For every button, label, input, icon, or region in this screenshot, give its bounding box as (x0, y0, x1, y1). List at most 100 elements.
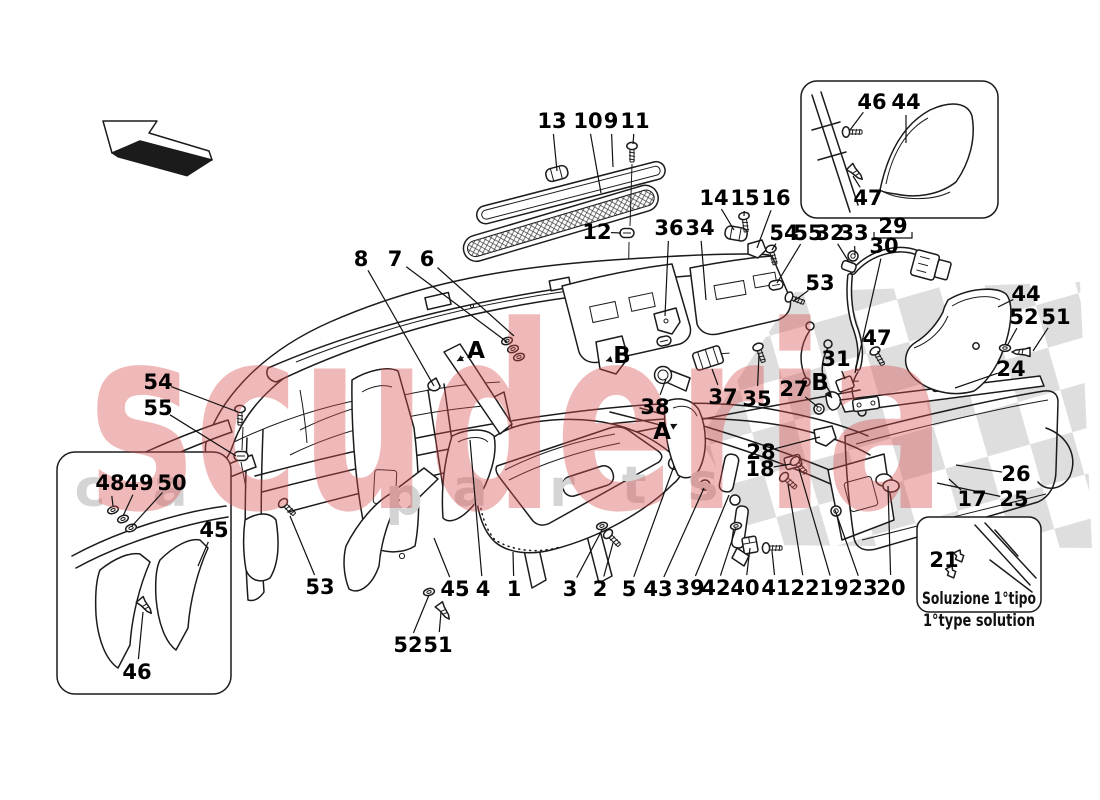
defroster-strip-9 (475, 160, 666, 225)
callout-19: 19 (819, 576, 848, 600)
leader-28 (774, 436, 821, 450)
leader-11 (632, 133, 635, 145)
leader-24 (954, 372, 998, 389)
callout-12: 12 (582, 220, 611, 244)
callout-32: 32 (815, 221, 844, 245)
leader-48 (111, 495, 114, 507)
callout-5: 5 (622, 577, 637, 601)
leader-22 (787, 483, 804, 576)
brace-29 (873, 232, 913, 239)
defroster-strip-10 (462, 184, 659, 263)
callout-49: 49 (124, 471, 153, 495)
latch-40 (741, 535, 759, 555)
leader-43 (663, 487, 705, 578)
callout-51: 51 (1041, 305, 1070, 329)
leader-arrowhead (457, 355, 464, 362)
leader-31 (841, 370, 846, 380)
callout-20: 20 (876, 576, 905, 600)
callout-55: 55 (143, 396, 172, 420)
callout-47: 47 (853, 186, 882, 210)
callout-15: 15 (730, 186, 759, 210)
callout-22: 22 (790, 576, 819, 600)
callout-43: 43 (643, 577, 672, 601)
leader-18 (773, 463, 792, 468)
leader-36 (664, 240, 669, 317)
leader-55 (776, 243, 802, 284)
callout-26: 26 (1001, 462, 1030, 486)
callout-46: 46 (857, 90, 886, 114)
screw-51-center (434, 601, 454, 623)
callout-30: 30 (869, 234, 898, 258)
leader-1 (512, 551, 515, 577)
callout-34: 34 (685, 216, 714, 240)
leader-25 (936, 482, 1001, 497)
callout-8: 8 (354, 247, 369, 271)
leader-16 (756, 209, 772, 249)
callout-23: 23 (848, 576, 877, 600)
clip-14 (723, 224, 749, 243)
leader-45 (433, 537, 451, 578)
leader-32 (837, 243, 850, 263)
leader-9 (611, 133, 614, 168)
inset-caption-line2: 1°type solution (923, 611, 1035, 631)
watermark-letter: c (75, 459, 106, 519)
leader-19 (798, 468, 831, 576)
callout-17: 17 (957, 487, 986, 511)
leader-54 (170, 386, 239, 413)
callout-A: A (653, 419, 671, 445)
switch-31 (835, 375, 859, 393)
leader-46 (849, 111, 864, 131)
leader-14 (720, 208, 735, 231)
leader-3 (576, 529, 603, 578)
bushing-20 (875, 473, 900, 493)
callout-16: 16 (761, 186, 790, 210)
callout-1: 1 (507, 577, 522, 601)
callout-18: 18 (745, 457, 774, 481)
leader-30 (854, 258, 882, 374)
callout-7: 7 (388, 247, 403, 271)
watermark-letter: t (622, 456, 647, 516)
leader-51 (1032, 327, 1049, 352)
callout-35: 35 (742, 387, 771, 411)
callout-54: 54 (769, 221, 798, 245)
callout-31: 31 (821, 347, 850, 371)
leader-46 (137, 611, 144, 660)
callout-42: 42 (701, 576, 730, 600)
callout-28: 28 (746, 440, 775, 464)
leader-arrowhead (606, 356, 613, 363)
trim-blade-a2 (663, 398, 707, 479)
leader-53 (289, 515, 316, 576)
callout-B: B (811, 370, 829, 396)
glovebox-lid (475, 418, 687, 554)
leader-27 (804, 396, 819, 408)
grommet-12 (619, 227, 635, 239)
trim-blade-a (443, 343, 513, 435)
leader-55 (169, 414, 237, 457)
callout-45: 45 (199, 518, 228, 542)
callout-3: 3 (563, 577, 578, 601)
cigarette-lighter-38 (653, 365, 691, 392)
trim-piece-45-center (343, 467, 439, 592)
callout-52: 52 (1009, 305, 1038, 329)
callout-37: 37 (708, 385, 737, 409)
leader-47 (852, 175, 861, 188)
leader-53 (793, 289, 809, 302)
switch-37 (691, 345, 730, 371)
callout-38: 38 (640, 395, 669, 419)
callout-25: 25 (999, 487, 1028, 511)
leader-5 (633, 465, 675, 577)
callout-2: 2 (593, 577, 608, 601)
fastener-stack-6-7 (427, 335, 527, 392)
inset-bottom-right: Soluzione 1°tipo 1°type solution (916, 516, 1042, 631)
corner-trim-44 (904, 288, 1012, 395)
watermark-letter: a (152, 459, 187, 519)
callout-10: 10 (573, 109, 602, 133)
leader-54 (771, 243, 777, 251)
leader-8 (367, 269, 435, 387)
leader-arrowhead (825, 391, 832, 398)
bracket-36 (653, 307, 681, 348)
wiring-harness (800, 246, 952, 417)
leader-44 (997, 298, 1014, 308)
